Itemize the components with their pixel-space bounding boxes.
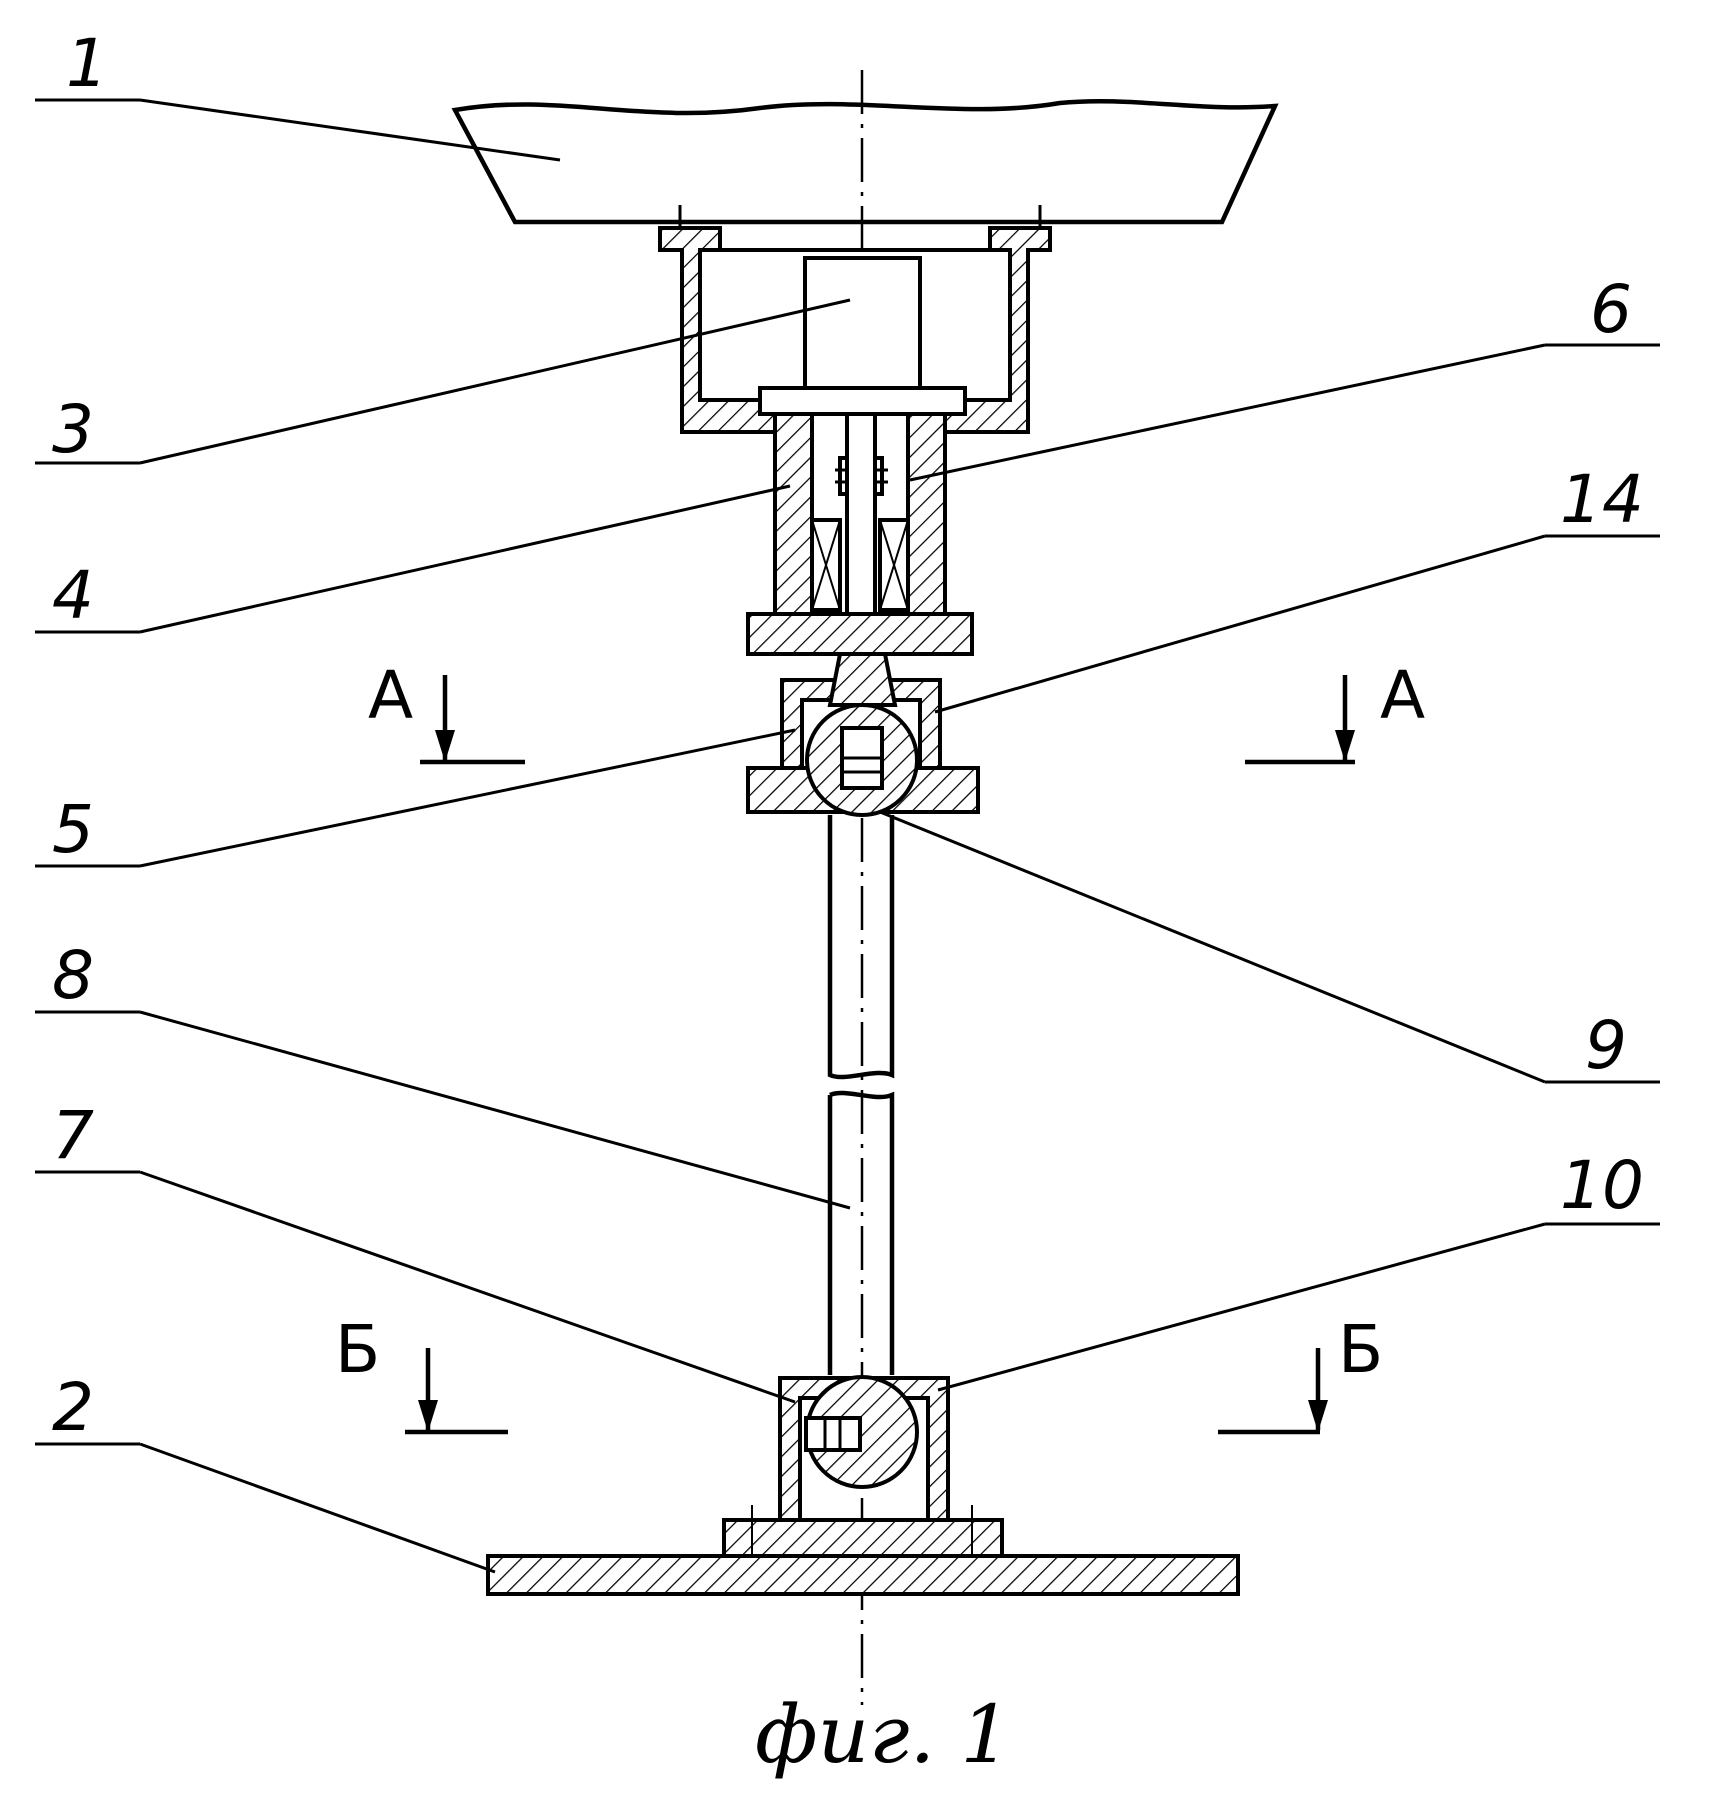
figure-caption: фиг. 1	[755, 1688, 1011, 1781]
section-a-right-label: A	[1380, 657, 1425, 734]
lower-ball-joint	[780, 1377, 948, 1530]
section-a-left-label: A	[368, 657, 413, 734]
callout-1: 1	[66, 25, 108, 102]
upper-ball-joint	[748, 654, 978, 815]
base-plate-part-2	[488, 1556, 1238, 1594]
callout-10: 10	[1560, 1147, 1644, 1224]
motor-flange	[760, 388, 965, 414]
base-flange	[724, 1520, 1002, 1556]
callout-6: 6	[1590, 271, 1632, 348]
callout-3: 3	[52, 391, 94, 468]
callout-5: 5	[52, 791, 94, 868]
upper-body-part-1	[455, 101, 1275, 222]
callout-2: 2	[52, 1369, 94, 1446]
callout-14: 14	[1560, 461, 1644, 538]
callout-7: 7	[52, 1097, 94, 1174]
bearing-flange	[748, 614, 972, 654]
callout-4: 4	[52, 557, 94, 634]
callout-9: 9	[1585, 1007, 1627, 1084]
section-b-left-label: Б	[335, 1311, 380, 1388]
section-b-right-label: Б	[1338, 1311, 1383, 1388]
drive-motor	[805, 258, 920, 388]
callout-8: 8	[52, 937, 94, 1014]
